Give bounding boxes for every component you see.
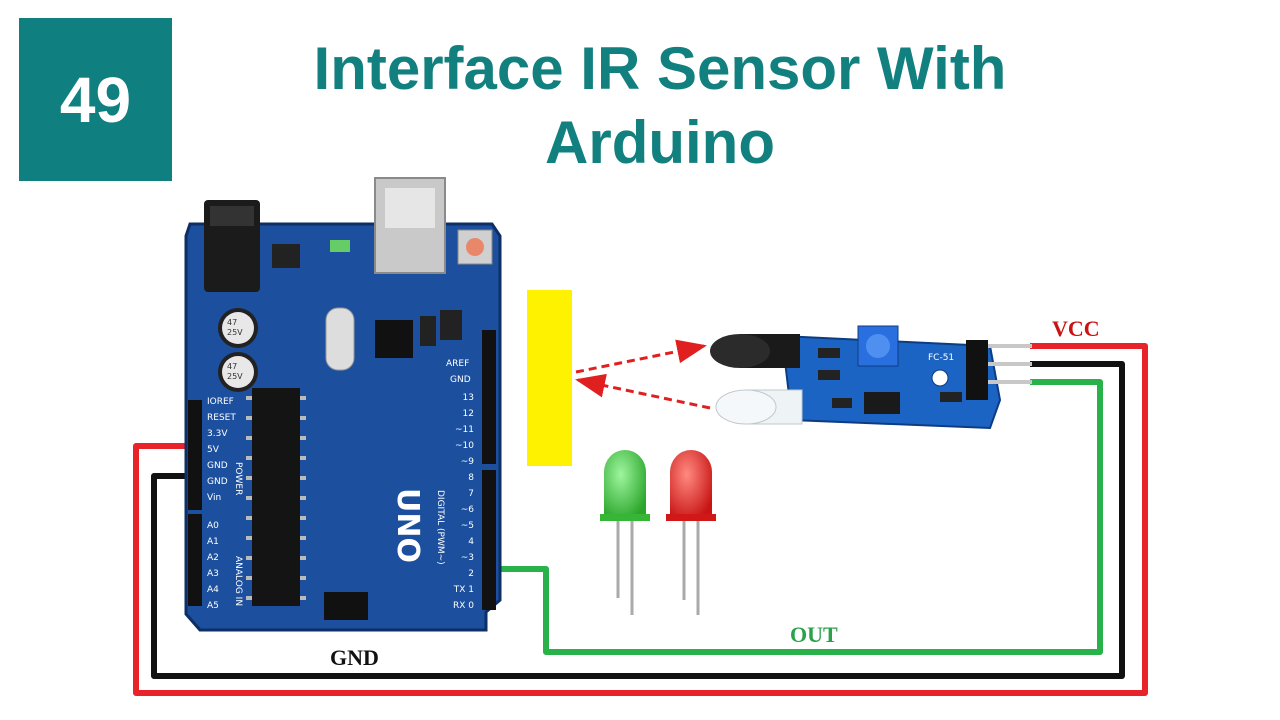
svg-text:47: 47 <box>227 318 237 327</box>
title-line-1: Interface IR Sensor With <box>313 35 1007 102</box>
power-pin-labels: IOREF RESET 3.3V 5V GND GND Vin <box>207 397 236 503</box>
capacitor: 47 25V <box>218 352 258 392</box>
pin-label: RESET <box>207 413 236 423</box>
pin-label: A4 <box>207 585 219 595</box>
comparator-chip <box>864 392 900 414</box>
ir-emit-arrow <box>575 339 707 374</box>
pin-label: 8 <box>468 473 474 483</box>
analog-label: ANALOG IN <box>233 556 243 606</box>
pin-label: ~9 <box>461 457 475 467</box>
power-header <box>188 400 202 510</box>
pin-label: 5V <box>207 445 220 455</box>
gnd-top-label: GND <box>450 375 471 385</box>
vcc-label: VCC <box>1052 316 1100 341</box>
digital-header-low <box>482 470 496 610</box>
svg-text:25V: 25V <box>227 328 243 337</box>
pin-label: ~5 <box>461 521 474 531</box>
pin-label: ~6 <box>461 505 475 515</box>
wire-gnd <box>151 361 1125 679</box>
arduino-uno-board: 47 25V 47 25V UNO DIGIT <box>184 177 502 632</box>
ir-emitter <box>710 334 800 368</box>
ir-sensor-module: FC-51 <box>710 325 1032 430</box>
usb-chip <box>375 320 413 358</box>
title-line-2: Arduino <box>545 109 775 176</box>
pin-label: TX 1 <box>453 585 474 595</box>
pin-label: 4 <box>468 537 474 547</box>
red-led <box>666 450 716 615</box>
pin-label: ~3 <box>461 553 474 563</box>
pin-label: ~11 <box>455 425 474 435</box>
digital-label: DIGITAL (PWM~) <box>435 490 445 565</box>
pin-label: A3 <box>207 569 219 579</box>
pin-label: 3.3V <box>207 429 228 439</box>
pin-label: RX 0 <box>453 601 474 611</box>
digital-pin-labels: 13 12 ~11 ~10 ~9 8 7 ~6 ~5 4 ~3 2 TX 1 RX 0 <box>453 393 475 611</box>
lesson-number-badge: 49 <box>19 18 172 181</box>
pin-label: A2 <box>207 553 219 563</box>
aref-label: AREF <box>446 359 469 369</box>
page-title: Interface IR Sensor With Arduino <box>220 32 1100 180</box>
ir-reflect-arrow <box>575 373 711 410</box>
capacitor: 47 25V <box>218 308 258 348</box>
pin-label: A0 <box>207 521 219 531</box>
lesson-number: 49 <box>59 63 132 136</box>
out-label: OUT <box>790 622 838 647</box>
wire-vcc <box>133 343 1148 696</box>
pin-label: Vin <box>207 493 221 503</box>
digital-header-high <box>482 330 496 464</box>
analog-header <box>188 514 202 606</box>
pin-label: 13 <box>463 393 474 403</box>
svg-text:25V: 25V <box>227 372 243 381</box>
green-led <box>600 450 650 615</box>
reset-button <box>457 229 493 265</box>
power-label: POWER <box>233 462 243 495</box>
pin-label: IOREF <box>207 397 234 407</box>
pin-label: A5 <box>207 601 219 611</box>
pin-label: GND <box>207 461 228 471</box>
obstacle <box>527 290 572 466</box>
board-name: UNO <box>390 488 425 563</box>
pin-label: ~10 <box>455 441 474 451</box>
wire-out <box>482 379 1103 655</box>
pin-label: A1 <box>207 537 219 547</box>
pin-label: 12 <box>463 409 474 419</box>
pin-label: 2 <box>468 569 474 579</box>
svg-text:47: 47 <box>227 362 237 371</box>
ir-receiver <box>715 389 803 425</box>
gnd-label: GND <box>330 645 379 670</box>
pin-label: GND <box>207 477 228 487</box>
module-name: FC-51 <box>928 353 954 363</box>
microcontroller-chip <box>252 388 300 606</box>
pin-label: 7 <box>468 489 474 499</box>
